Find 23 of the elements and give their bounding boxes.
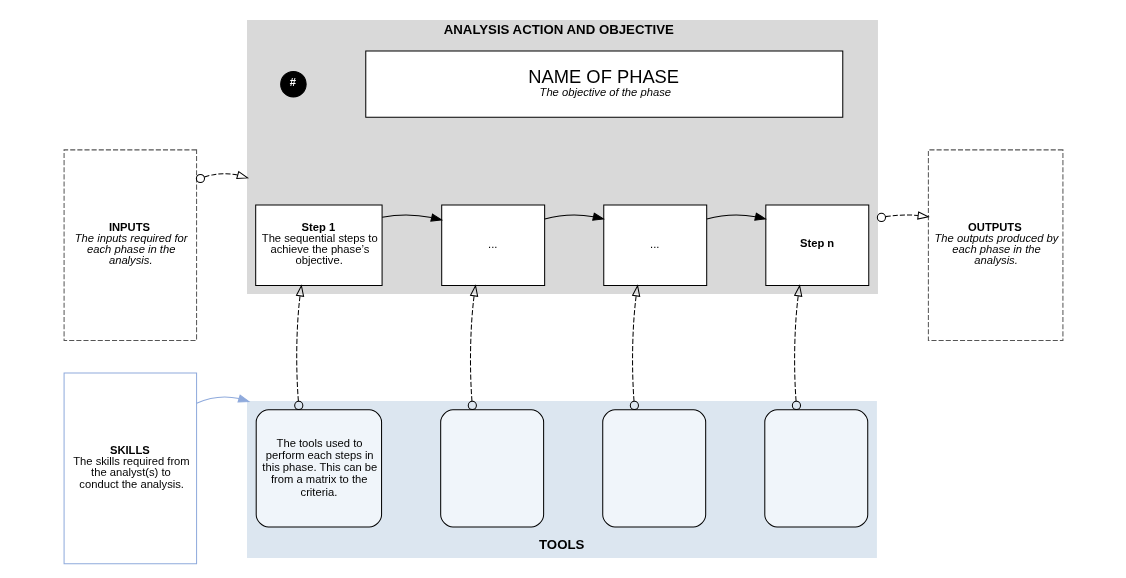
node-circle: # [279,70,307,98]
node-box [439,409,544,528]
node-box [601,409,706,528]
node-box: ... [440,204,545,286]
node-box: SKILLS The skills required from the analyst(s) to conduct the analysis. [63,372,197,565]
node-box: Step n [764,204,869,286]
node-box [763,409,868,528]
arrow [293,284,304,410]
arrow [195,394,250,404]
node-box: NAME OF PHASE The objective of the phase [364,50,843,118]
arrow [467,284,478,410]
node-box: Step 1 The sequential steps to achieve the phase’s objective. [254,204,383,286]
arrow [629,284,640,410]
arrow [381,213,443,222]
arrow [876,211,930,222]
arrow [195,170,249,184]
node-box: INPUTS The inputs required for each phase in the analysis. [63,149,197,341]
node-box: ... [602,204,707,286]
arrow [791,284,802,410]
node-box: OUTPUTS The outputs produced by each phase in the analysis. [927,149,1063,341]
arrow [543,212,605,221]
arrow [705,212,767,221]
node-box: The tools used to perform each steps in this phase. This can be from a matrix to the criteria. [255,409,382,528]
